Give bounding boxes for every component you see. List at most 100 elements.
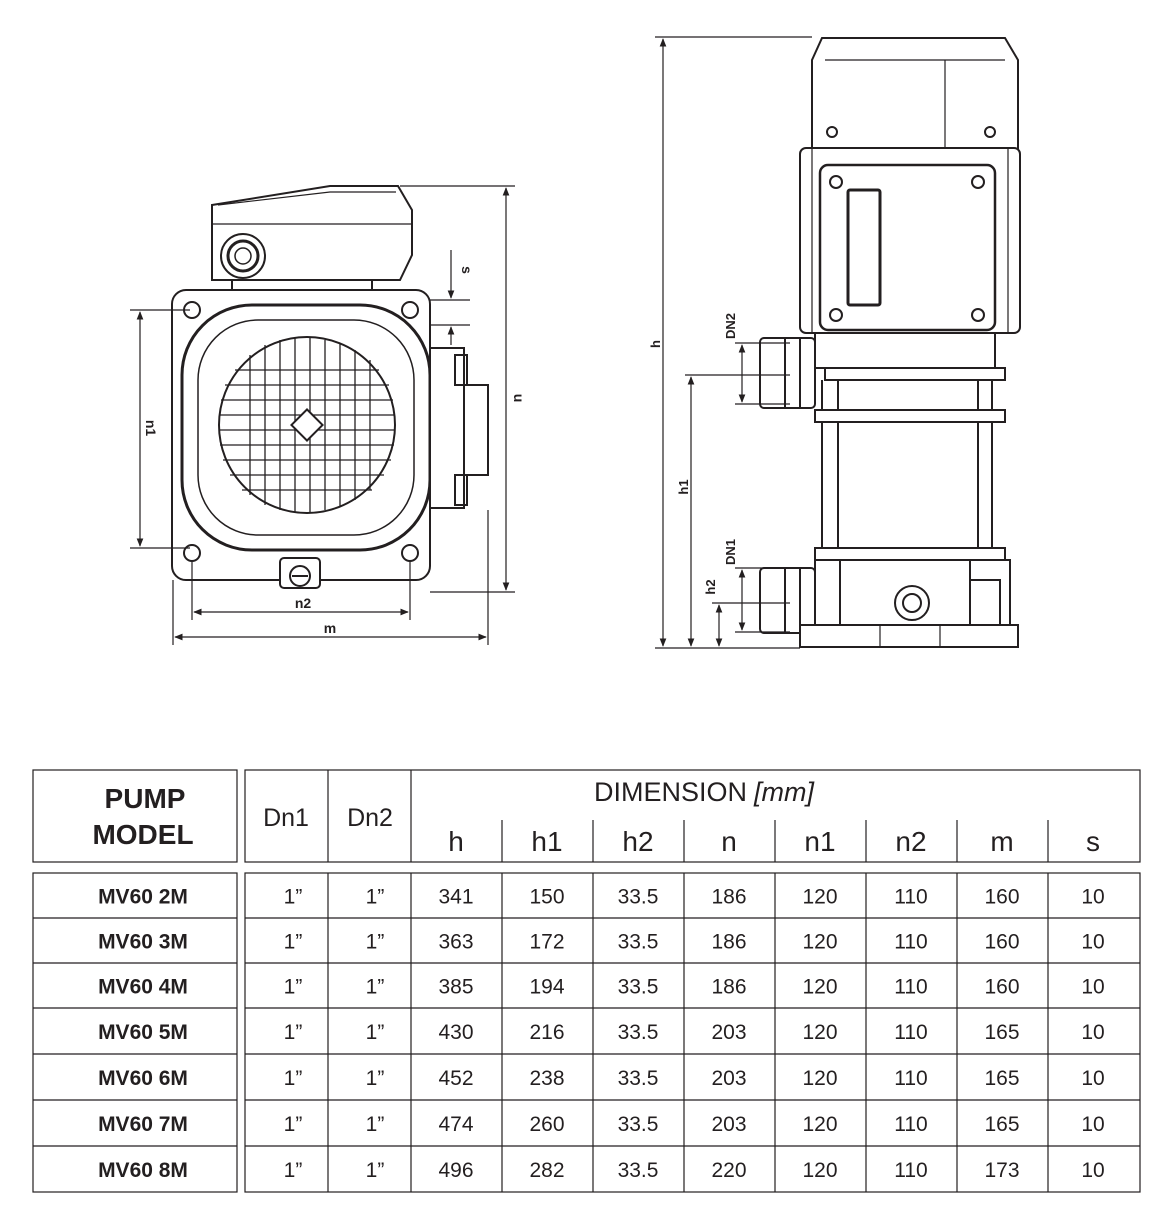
value-cell-n1: 120 [802, 931, 837, 954]
value-cell-m: 165 [984, 1113, 1019, 1136]
value-cell-s: 10 [1081, 1113, 1104, 1136]
value-cell-s: 10 [1081, 1159, 1104, 1182]
dn2-cell: 1” [366, 1159, 385, 1182]
column-header-n: n [721, 826, 737, 857]
dn1-cell: 1” [284, 1067, 303, 1090]
value-cell-n2: 110 [894, 976, 927, 999]
value-cell-m: 160 [984, 886, 1019, 909]
side-dimensions [655, 36, 812, 649]
value-cell-h1: 172 [529, 931, 564, 954]
value-cell-h: 474 [438, 1113, 473, 1136]
model-cell: MV60 8M [98, 1159, 188, 1182]
value-cell-h2: 33.5 [618, 1159, 659, 1182]
drain-screw-icon [279, 557, 321, 589]
value-cell-h1: 282 [529, 1159, 564, 1182]
outlet-port [759, 337, 816, 409]
label-dn2: DN2 [723, 313, 738, 339]
value-cell-s: 10 [1081, 1021, 1104, 1044]
column-header-h: h [448, 826, 464, 857]
value-cell-m: 173 [984, 1159, 1019, 1182]
value-cell-n1: 120 [802, 886, 837, 909]
value-cell-s: 10 [1081, 976, 1104, 999]
table-row: MV60 8M 1” 1” 496 282 33.5 220 120 110 173 10 [98, 1159, 1105, 1182]
label-m: m [324, 620, 336, 636]
value-cell-n: 220 [711, 1159, 746, 1182]
column-header-m: m [990, 826, 1013, 857]
side-view [759, 37, 1021, 648]
dimension-header: DIMENSION [594, 777, 747, 807]
value-cell-n: 186 [711, 886, 746, 909]
fan-grille-icon [218, 336, 396, 514]
model-cell: MV60 7M [98, 1113, 188, 1136]
value-cell-s: 10 [1081, 931, 1104, 954]
dn2-cell: 1” [366, 886, 385, 909]
column-header-h1: h1 [531, 826, 562, 857]
value-cell-n2: 110 [894, 886, 927, 909]
value-cell-h: 430 [438, 1021, 473, 1044]
cable-gland-icon [220, 233, 266, 279]
label-s: s [459, 266, 475, 274]
value-cell-n: 186 [711, 976, 746, 999]
value-cell-h1: 238 [529, 1067, 564, 1090]
value-cell-n: 203 [711, 1067, 746, 1090]
dn2-cell: 1” [366, 931, 385, 954]
dn2-cell: 1” [366, 1067, 385, 1090]
model-cell: MV60 4M [98, 976, 188, 999]
value-cell-h: 496 [438, 1159, 473, 1182]
value-cell-m: 165 [984, 1067, 1019, 1090]
value-cell-m: 160 [984, 931, 1019, 954]
model-cell: MV60 5M [98, 1021, 188, 1044]
model-header-cell [32, 769, 238, 863]
value-cell-n2: 110 [894, 1021, 927, 1044]
model-cell: MV60 3M [98, 931, 188, 954]
inlet-port [759, 567, 816, 634]
value-cell-n1: 120 [802, 1113, 837, 1136]
dn2-cell: 1” [366, 1021, 385, 1044]
terminal-box-front [818, 163, 997, 332]
dn1-cell: 1” [284, 931, 303, 954]
label-h1: h1 [676, 479, 691, 494]
table-row: MV60 3M 1” 1” 363 172 33.5 186 120 110 160 10 [98, 931, 1105, 954]
model-header-line2: MODEL [92, 819, 193, 850]
value-cell-n1: 120 [802, 976, 837, 999]
label-u: u [511, 394, 527, 403]
value-cell-h2: 33.5 [618, 931, 659, 954]
value-cell-n1: 120 [802, 1159, 837, 1182]
front-dimensions [130, 185, 515, 645]
value-cell-n: 203 [711, 1021, 746, 1044]
dn1-cell: 1” [284, 976, 303, 999]
value-cell-s: 10 [1081, 1067, 1104, 1090]
label-n2: n2 [295, 595, 312, 611]
drain-plug-icon [894, 585, 930, 621]
model-cell: MV60 2M [98, 886, 188, 909]
dn1-header: Dn1 [263, 804, 309, 832]
value-cell-h: 363 [438, 931, 473, 954]
model-header-line1: PUMP [105, 783, 186, 814]
column-header-h2: h2 [622, 826, 653, 857]
value-cell-n2: 110 [894, 931, 927, 954]
label-n1: n1 [143, 420, 159, 437]
value-cell-h1: 194 [529, 976, 564, 999]
column-header-n2: n2 [895, 826, 926, 857]
value-cell-h: 452 [438, 1067, 473, 1090]
value-cell-h1: 150 [529, 886, 564, 909]
pump-dimension-drawing: n1 n2 m u s [130, 36, 1021, 649]
value-cell-n: 186 [711, 931, 746, 954]
base-plate [799, 624, 1019, 648]
value-cell-h2: 33.5 [618, 886, 659, 909]
label-dn1: DN1 [723, 539, 738, 565]
value-cell-h: 385 [438, 976, 473, 999]
dn1-cell: 1” [284, 1159, 303, 1182]
value-cell-h1: 216 [529, 1021, 564, 1044]
dn2-header: Dn2 [347, 804, 393, 832]
value-cell-m: 160 [984, 976, 1019, 999]
label-h: h [648, 340, 663, 348]
value-cell-n2: 110 [894, 1159, 927, 1182]
dimension-unit: [mm] [753, 777, 815, 807]
value-cell-n: 203 [711, 1113, 746, 1136]
value-cell-n1: 120 [802, 1021, 837, 1044]
